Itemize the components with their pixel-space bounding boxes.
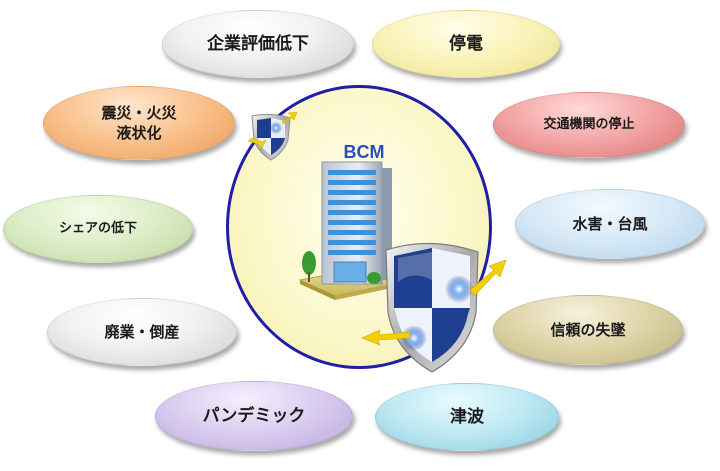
building-icon bbox=[322, 162, 392, 284]
large-shield-icon bbox=[386, 243, 478, 372]
